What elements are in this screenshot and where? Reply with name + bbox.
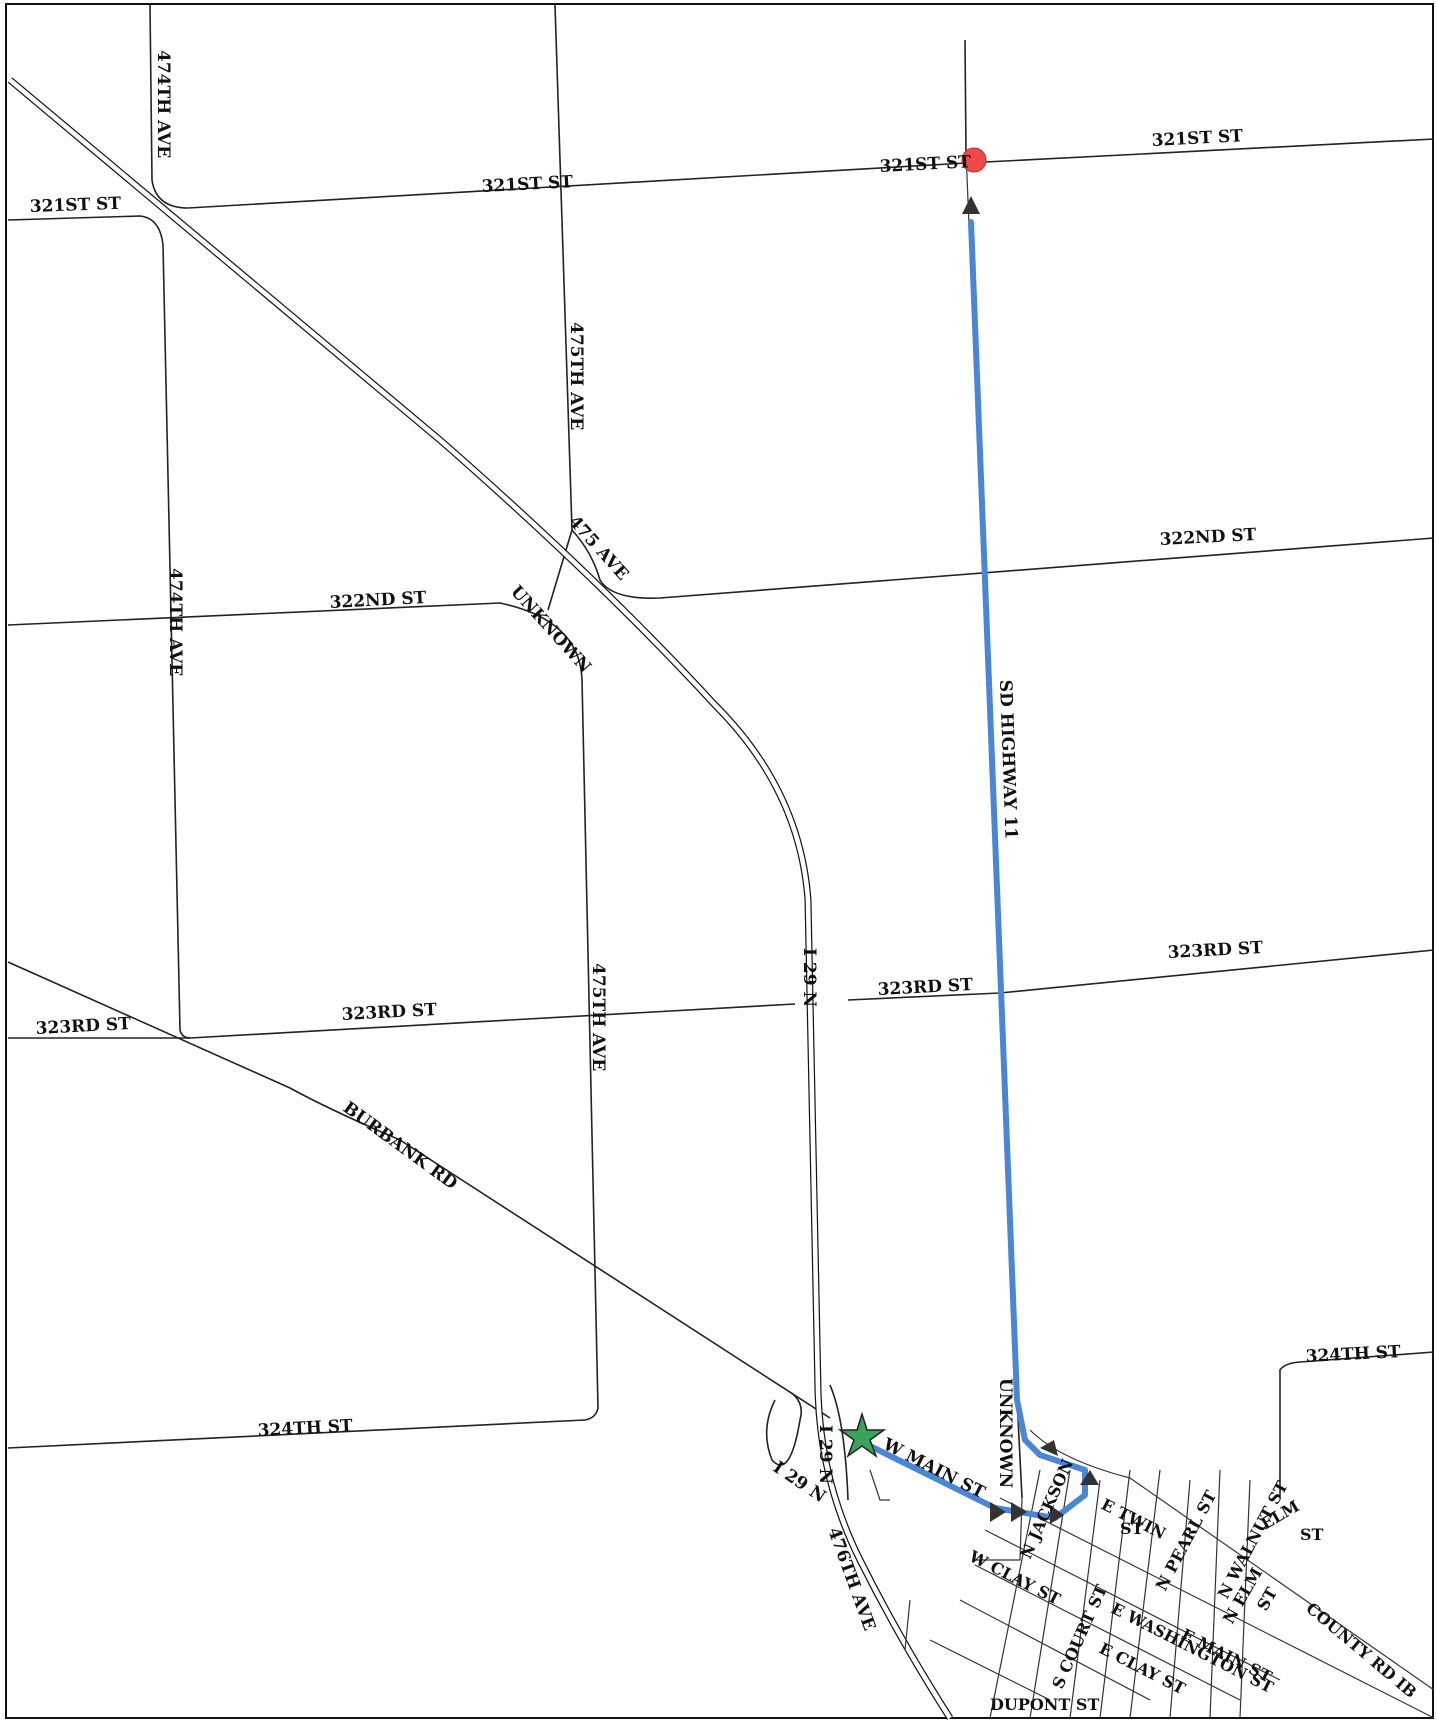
label-323rd-st: 323RD ST xyxy=(35,1014,131,1039)
route-arrows xyxy=(962,196,1099,1524)
end-marker-circle-icon xyxy=(961,147,987,173)
label-unknown: UNKNOWN xyxy=(995,1378,1015,1488)
label-321st-st: 321ST ST xyxy=(29,194,121,217)
map-frame xyxy=(5,3,1434,1719)
label-dupont-st: DUPONT ST xyxy=(990,1695,1099,1714)
label-321st-st: 321ST ST xyxy=(879,152,972,177)
road-323rd-st-west xyxy=(8,1003,796,1039)
arrow-north-icon xyxy=(962,196,980,214)
label-474th-ave: 474TH AVE xyxy=(165,568,185,676)
label-i29-n: I 29 N xyxy=(815,1425,835,1484)
road-474th-ave-north xyxy=(149,4,189,209)
arrow-icon xyxy=(1040,1440,1058,1456)
route-path xyxy=(859,219,1088,1521)
label-323rd-st: 323RD ST xyxy=(877,975,973,1000)
road-321st-st-east xyxy=(187,138,1435,209)
street-labels: 321ST ST 321ST ST 321ST ST 321ST ST 474T… xyxy=(29,50,1420,1714)
road-322nd-st-west xyxy=(7,602,599,1421)
road-i29-ramp xyxy=(765,1391,803,1466)
road-475th-ave-north xyxy=(554,4,573,531)
label-sd-highway-11: SD HIGHWAY 11 xyxy=(995,679,1021,839)
label-n-pearl-st: N PEARL ST xyxy=(1152,1487,1221,1593)
label-475th-ave: 475TH AVE xyxy=(566,322,586,430)
label-e-twin-st: ST xyxy=(1120,1519,1144,1538)
road-321st-st-west xyxy=(7,215,191,1039)
road-hwy11-north-stub xyxy=(964,39,967,153)
start-marker-star-icon xyxy=(837,1411,887,1459)
label-324th-st: 324TH ST xyxy=(1305,1342,1401,1367)
label-475th-ave: 475TH AVE xyxy=(588,963,608,1071)
road-475-ave-wye xyxy=(547,529,573,611)
label-county-rd-ib: COUNTY RD IB xyxy=(1302,1599,1420,1702)
label-322nd-st: 322ND ST xyxy=(1159,525,1257,550)
label-burbank-rd: BURBANK RD xyxy=(339,1098,461,1194)
road-burbank-rd xyxy=(7,961,831,1419)
road-i29-inner xyxy=(8,78,952,1720)
label-w-main-st: W MAIN ST xyxy=(879,1434,989,1503)
label-321st-st: 321ST ST xyxy=(1151,126,1244,151)
road-324th-st-east xyxy=(1279,1351,1435,1496)
label-322nd-st: 322ND ST xyxy=(329,588,427,613)
label-elm-st: ST xyxy=(1300,1525,1324,1544)
town-grid xyxy=(869,1429,1435,1719)
arrow-icon xyxy=(1050,1505,1064,1524)
label-323rd-st: 323RD ST xyxy=(341,1000,437,1025)
label-474th-ave: 474TH AVE xyxy=(153,50,173,158)
label-324th-st: 324TH ST xyxy=(257,1416,353,1441)
road-322nd-st-east xyxy=(571,529,1435,599)
label-323rd-st: 323RD ST xyxy=(1167,938,1263,963)
arrow-icon xyxy=(990,1502,1006,1522)
label-321st-st: 321ST ST xyxy=(481,172,574,197)
arrow-icon xyxy=(1011,1502,1027,1522)
label-unknown: UNKNOWN xyxy=(506,582,595,677)
label-i29-n: I 29 N xyxy=(799,948,819,1007)
arrow-icon xyxy=(1080,1470,1099,1485)
road-324th-st xyxy=(7,1419,586,1449)
